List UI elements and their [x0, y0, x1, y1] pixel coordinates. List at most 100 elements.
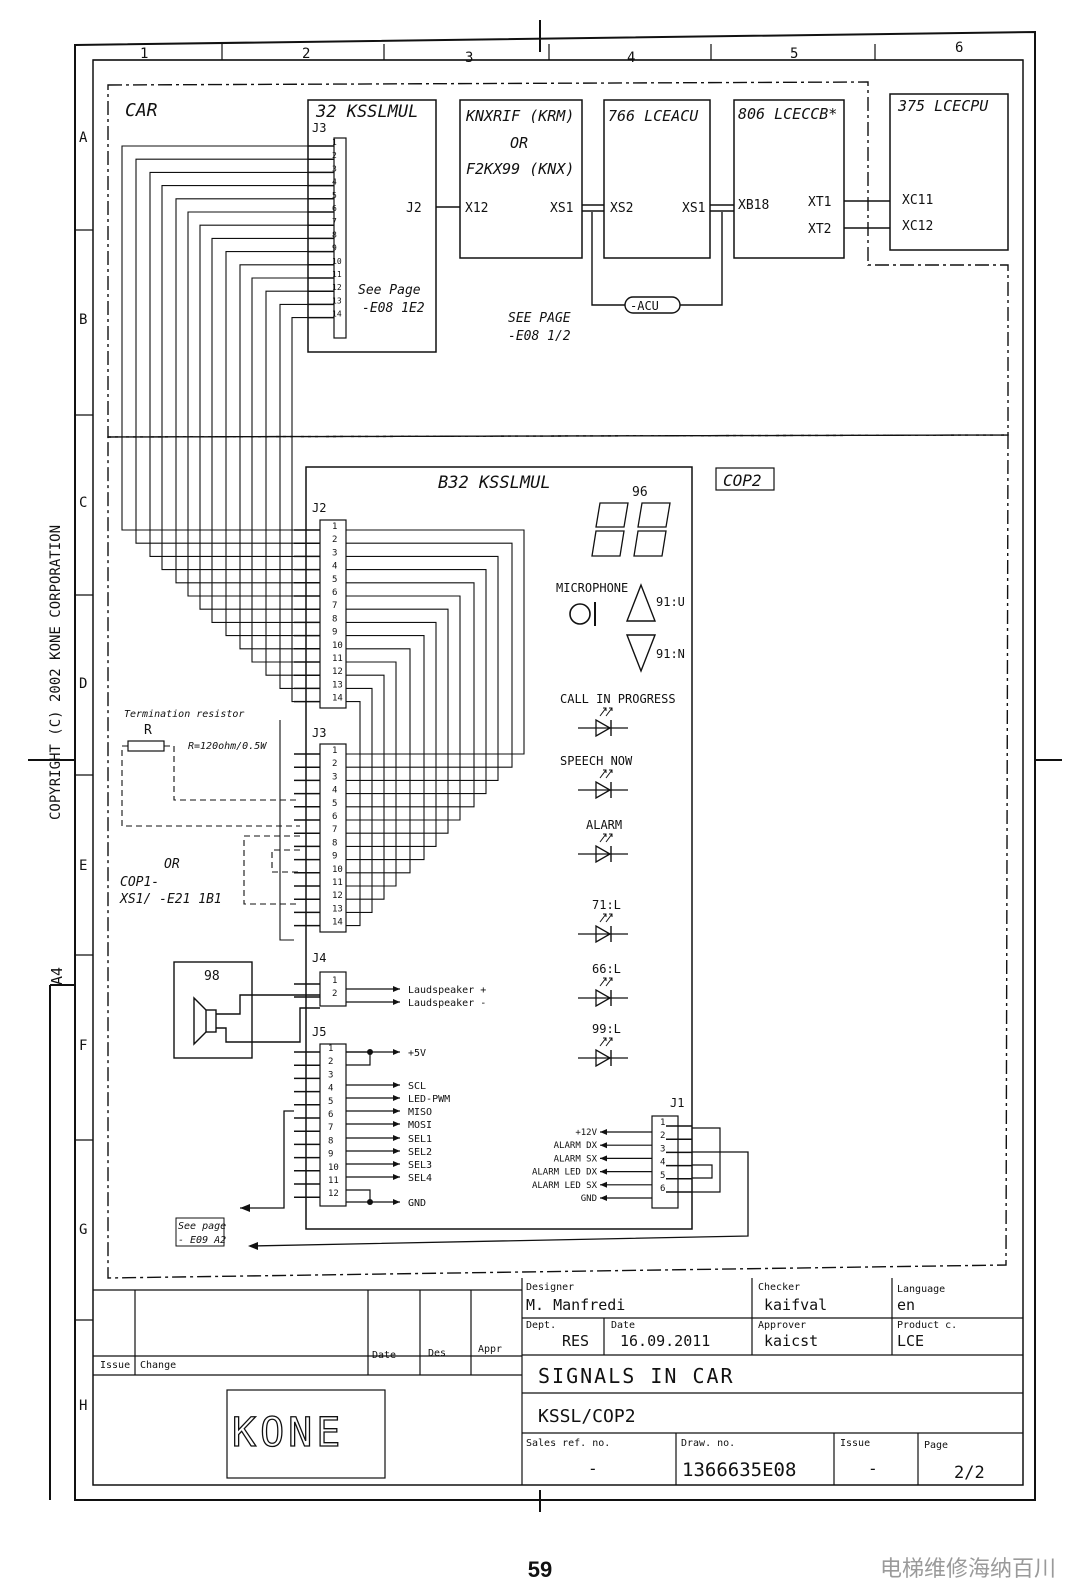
j5-signal-6: SEL2: [408, 1147, 432, 1158]
knx-title-2: F2KX99 (KNX): [466, 160, 574, 178]
row-label-d: D: [79, 676, 87, 692]
wire-top-8: [211, 237, 308, 623]
j5-signal-5: SEL1: [408, 1134, 432, 1145]
j5-pin-label-9: 9: [328, 1150, 333, 1160]
wire-top-7: [199, 224, 308, 610]
xs1-a-label: XS1: [550, 201, 573, 216]
j1-signal-5: GND: [581, 1194, 597, 1204]
led-rays-icon-4: [599, 977, 613, 987]
column-label-5: 5: [790, 46, 798, 62]
j5-signal-7: SEL3: [408, 1160, 432, 1171]
j5-arrow-6-head: [393, 1148, 400, 1154]
lcecpu-title: 375 LCECPU: [897, 97, 989, 115]
termination-title: Termination resistor: [124, 709, 244, 720]
j1-arrow-5-head: [600, 1195, 607, 1201]
cop1-note-2: XS1/ -E21 1B1: [119, 892, 222, 907]
row-label-a: A: [79, 130, 88, 146]
wire-link-14: [346, 701, 361, 927]
j3-pin-label-13: 13: [332, 904, 343, 914]
j3-pin-label-1: 1: [332, 746, 337, 756]
wire-top-5: [175, 198, 308, 584]
j1-arrow-3-head: [600, 1168, 607, 1175]
j3-pin-label-11: 11: [332, 878, 343, 888]
wire-top-14: [291, 317, 308, 703]
led-label-4: 66:L: [592, 962, 621, 976]
j5-pin-label-11: 11: [328, 1176, 339, 1186]
tb-appr-header: Appr: [478, 1344, 502, 1355]
see-page-note-1: See Page: [358, 283, 421, 298]
xt1-label: XT1: [808, 195, 831, 210]
j3-top-pin-label-5: 5: [332, 191, 337, 200]
j1-label: J1: [670, 1096, 684, 1110]
j1-pin-label-4: 4: [660, 1158, 665, 1168]
xc11-label: XC11: [902, 193, 933, 208]
wire-link-12: [346, 674, 385, 900]
cop2-label-box: [715, 467, 775, 491]
tb-sales-label: Sales ref. no.: [526, 1438, 610, 1449]
wire-top-1: [121, 145, 308, 531]
j2-pin-label-8: 8: [332, 614, 337, 624]
kssl-top-box: [307, 99, 437, 353]
tb-language-label: Language: [897, 1284, 945, 1295]
j4-pin-label-2: 2: [332, 989, 337, 999]
j2-strip: [319, 519, 347, 709]
j4-pins: 12: [294, 976, 337, 999]
tb-approver-label: Approver: [758, 1320, 806, 1331]
j5-pin-label-6: 6: [328, 1110, 333, 1120]
tb-product-label: Product c.: [897, 1320, 957, 1331]
j2-pin-label-10: 10: [332, 641, 343, 651]
j3-top-label: J3: [312, 121, 326, 135]
j5-bridge: [346, 1051, 371, 1066]
paper-size: A4: [48, 966, 66, 985]
led-diode-icon-5: [595, 1048, 612, 1068]
j5-arrow-4-head: [393, 1121, 400, 1127]
knx-title-1: KNXRIF (KRM): [465, 107, 574, 125]
wire-link-2: [346, 542, 513, 768]
j5-arrow-0-head: [393, 1049, 400, 1055]
j5-signal-2: LED-PWM: [408, 1094, 450, 1105]
tb-page-label: Page: [924, 1440, 948, 1451]
j5-pin-label-5: 5: [328, 1097, 333, 1107]
xt2-label: XT2: [808, 222, 831, 237]
tb-draw-number: 1366635E08: [682, 1459, 796, 1481]
j1-pin-label-3: 3: [660, 1144, 665, 1154]
see-page-g1: See page: [178, 1221, 226, 1232]
j2-pin-label-1: 1: [332, 522, 337, 532]
led-diode-icon-3: [595, 924, 612, 944]
up-arrow-icon: [625, 583, 657, 622]
tb-date: 16.09.2011: [620, 1332, 710, 1350]
tb-draw-label: Draw. no.: [681, 1438, 735, 1449]
j3-top-pin-label-11: 11: [332, 270, 342, 279]
lceccb-title: 806 LCECCB*: [738, 105, 837, 123]
tb-date-header: Date: [372, 1350, 396, 1361]
wire-link-9: [346, 635, 425, 861]
j3-top-pin-label-4: 4: [332, 178, 337, 187]
j3-pin-label-7: 7: [332, 825, 337, 835]
j1-signal-1: ALARM DX: [554, 1141, 598, 1151]
row-label-c: C: [79, 495, 87, 511]
tb-dept: RES: [562, 1332, 589, 1350]
speaker-signal-1: Laudspeaker -: [408, 998, 486, 1009]
j5-signal-0: +5V: [408, 1048, 426, 1059]
tb-designer: M. Manfredi: [526, 1296, 625, 1314]
j5-arrow-5-head: [393, 1135, 400, 1141]
tb-des-header: Des: [428, 1348, 446, 1359]
j3-top-pin-label-3: 3: [332, 164, 337, 173]
j5-signal-1: SCL: [408, 1081, 426, 1092]
wire-top-6: [187, 211, 308, 597]
j3-top-pin-label-13: 13: [332, 296, 342, 305]
j2-pin-label-9: 9: [332, 628, 337, 638]
column-label-3: 3: [465, 50, 473, 66]
j1-signal-3: ALARM LED DX: [532, 1168, 598, 1178]
j2-pin-label-2: 2: [332, 535, 337, 545]
j5-gnd-bridge: [346, 1189, 371, 1202]
j1-return-head: [248, 1242, 258, 1250]
speaker-number: 98: [204, 969, 220, 984]
spk-minus-arrow-head: [393, 999, 400, 1005]
j2-pin-label-4: 4: [332, 562, 337, 572]
j2-pin-label-5: 5: [332, 575, 337, 585]
column-label-1: 1: [140, 46, 148, 62]
j2-pin-label-7: 7: [332, 601, 337, 611]
